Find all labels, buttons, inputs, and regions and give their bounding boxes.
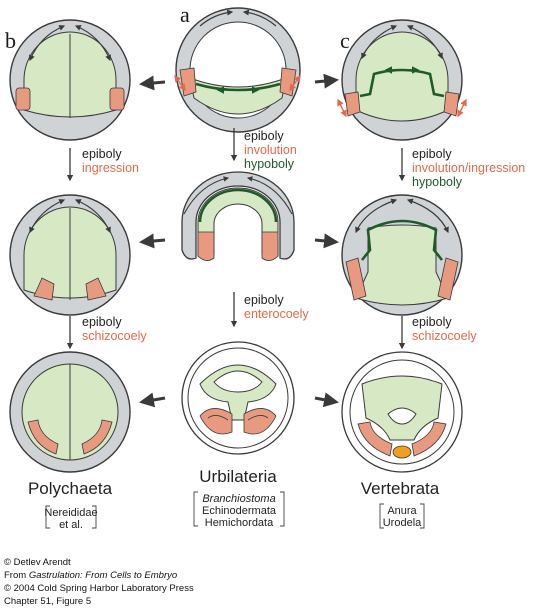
panel-letter-b: b [5,28,16,53]
embryo-left-stage1 [9,19,131,141]
embryo-right-stage3 [341,351,463,473]
step-b2-epiboly: epiboly [82,315,122,329]
step-c2-schizocoely: schizocoely [412,329,477,343]
embryo-center-stage2 [181,171,295,261]
step-c1-involution-ingression: involution/ingression [412,161,525,175]
step-a1-hypoboly: hypoboly [244,157,295,171]
arrow-a-to-b [139,75,166,91]
embryo-right-stage2 [341,194,463,316]
embryo-right-stage1 [337,19,467,141]
groups-urbilateria: Branchiostoma Echinodermata Hemichordata [193,491,285,529]
credit-source: From Gastrulation: From Cells to Embryo [4,570,177,581]
credit-source-title: Gastrulation: From Cells to Embryo [29,570,177,581]
embryo-left-stage3 [9,351,131,473]
step-a1-epiboly: epiboly [244,129,284,143]
group-nereididae: Nereididae [44,507,97,519]
arrow-a3-to-b3 [139,392,166,408]
arrow-a2-to-c2 [314,233,339,249]
arrow-a3-to-c3 [314,392,339,408]
step-b1-ingression: ingression [82,161,139,175]
embryo-center-stage1 [174,7,301,133]
step-c1-hypoboly: hypoboly [412,175,463,189]
step-a1-involution: involution [244,143,297,157]
embryo-left-stage2 [9,194,131,316]
group-branchiostoma: Branchiostoma [202,493,275,505]
group-anura: Anura [387,505,417,517]
step-c1-epiboly: epiboly [412,147,452,161]
group-echinodermata: Echinodermata [202,505,277,517]
arrow-a2-to-b2 [139,233,166,249]
groups-polychaeta: Nereididae et al. [44,505,98,531]
group-urodela: Urodela [383,517,422,529]
embryo-center-stage3 [181,341,295,455]
step-b1-epiboly: epiboly [82,147,122,161]
group-hemichordata: Hemichordata [205,517,274,529]
panel-letter-c: c [340,28,350,53]
step-b2-schizocoely: schizocoely [82,329,147,343]
groups-vertebrata: Anura Urodela [379,503,425,529]
credit-author: © Detlev Arendt [4,557,71,568]
step-a2-epiboly: epiboly [244,293,284,307]
step-a2-enterocoely: enterocoely [244,307,309,321]
taxon-vertebrata: Vertebrata [361,479,440,498]
credits: © Detlev Arendt From Gastrulation: From … [4,557,194,607]
panel-letter-a: a [180,2,190,27]
taxon-urbilateria: Urbilateria [199,467,277,486]
step-c2-epiboly: epiboly [412,315,452,329]
taxon-polychaeta: Polychaeta [28,479,113,498]
credit-chapter: Chapter 51, Figure 5 [4,596,91,607]
credit-copyright: © 2004 Cold Spring Harbor Laboratory Pre… [4,583,194,594]
group-et-al: et al. [59,519,83,531]
arrow-a-to-c [314,73,339,89]
